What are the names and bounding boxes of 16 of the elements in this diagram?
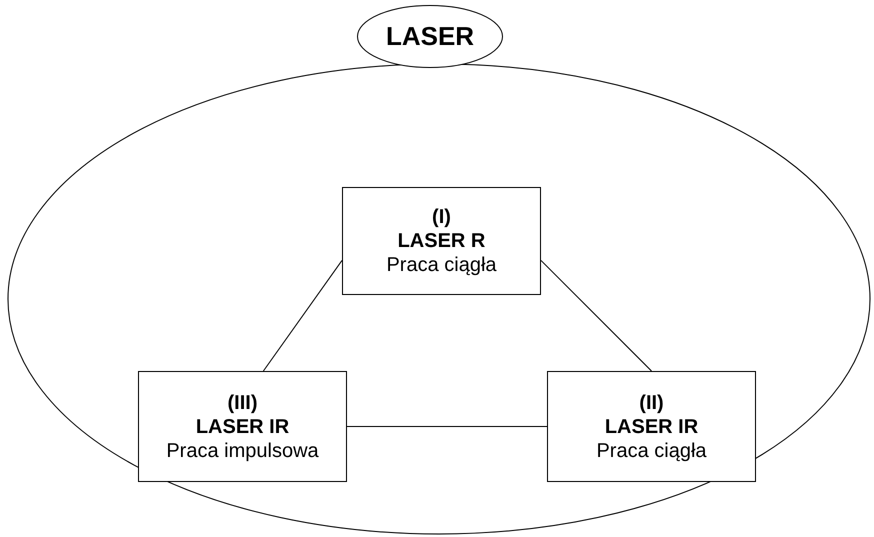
heading: LASER [386,20,474,53]
process-box [547,371,756,482]
box-description: Praca ciągła [386,253,497,277]
box-title: LASER IR [604,414,698,438]
connector-line [540,260,652,372]
box-title: LASER IR [196,414,290,438]
box-title: (III) [228,390,258,414]
box-title: LASER R [398,229,486,253]
process-box [342,187,541,295]
connector-line [346,426,548,427]
connector-line [262,260,342,372]
box-description: Praca impulsowa [166,438,319,462]
box-title: (I) [432,205,451,229]
process-box [138,371,347,482]
box-description: Praca ciągła [596,438,707,462]
box-title: (II) [639,390,664,414]
